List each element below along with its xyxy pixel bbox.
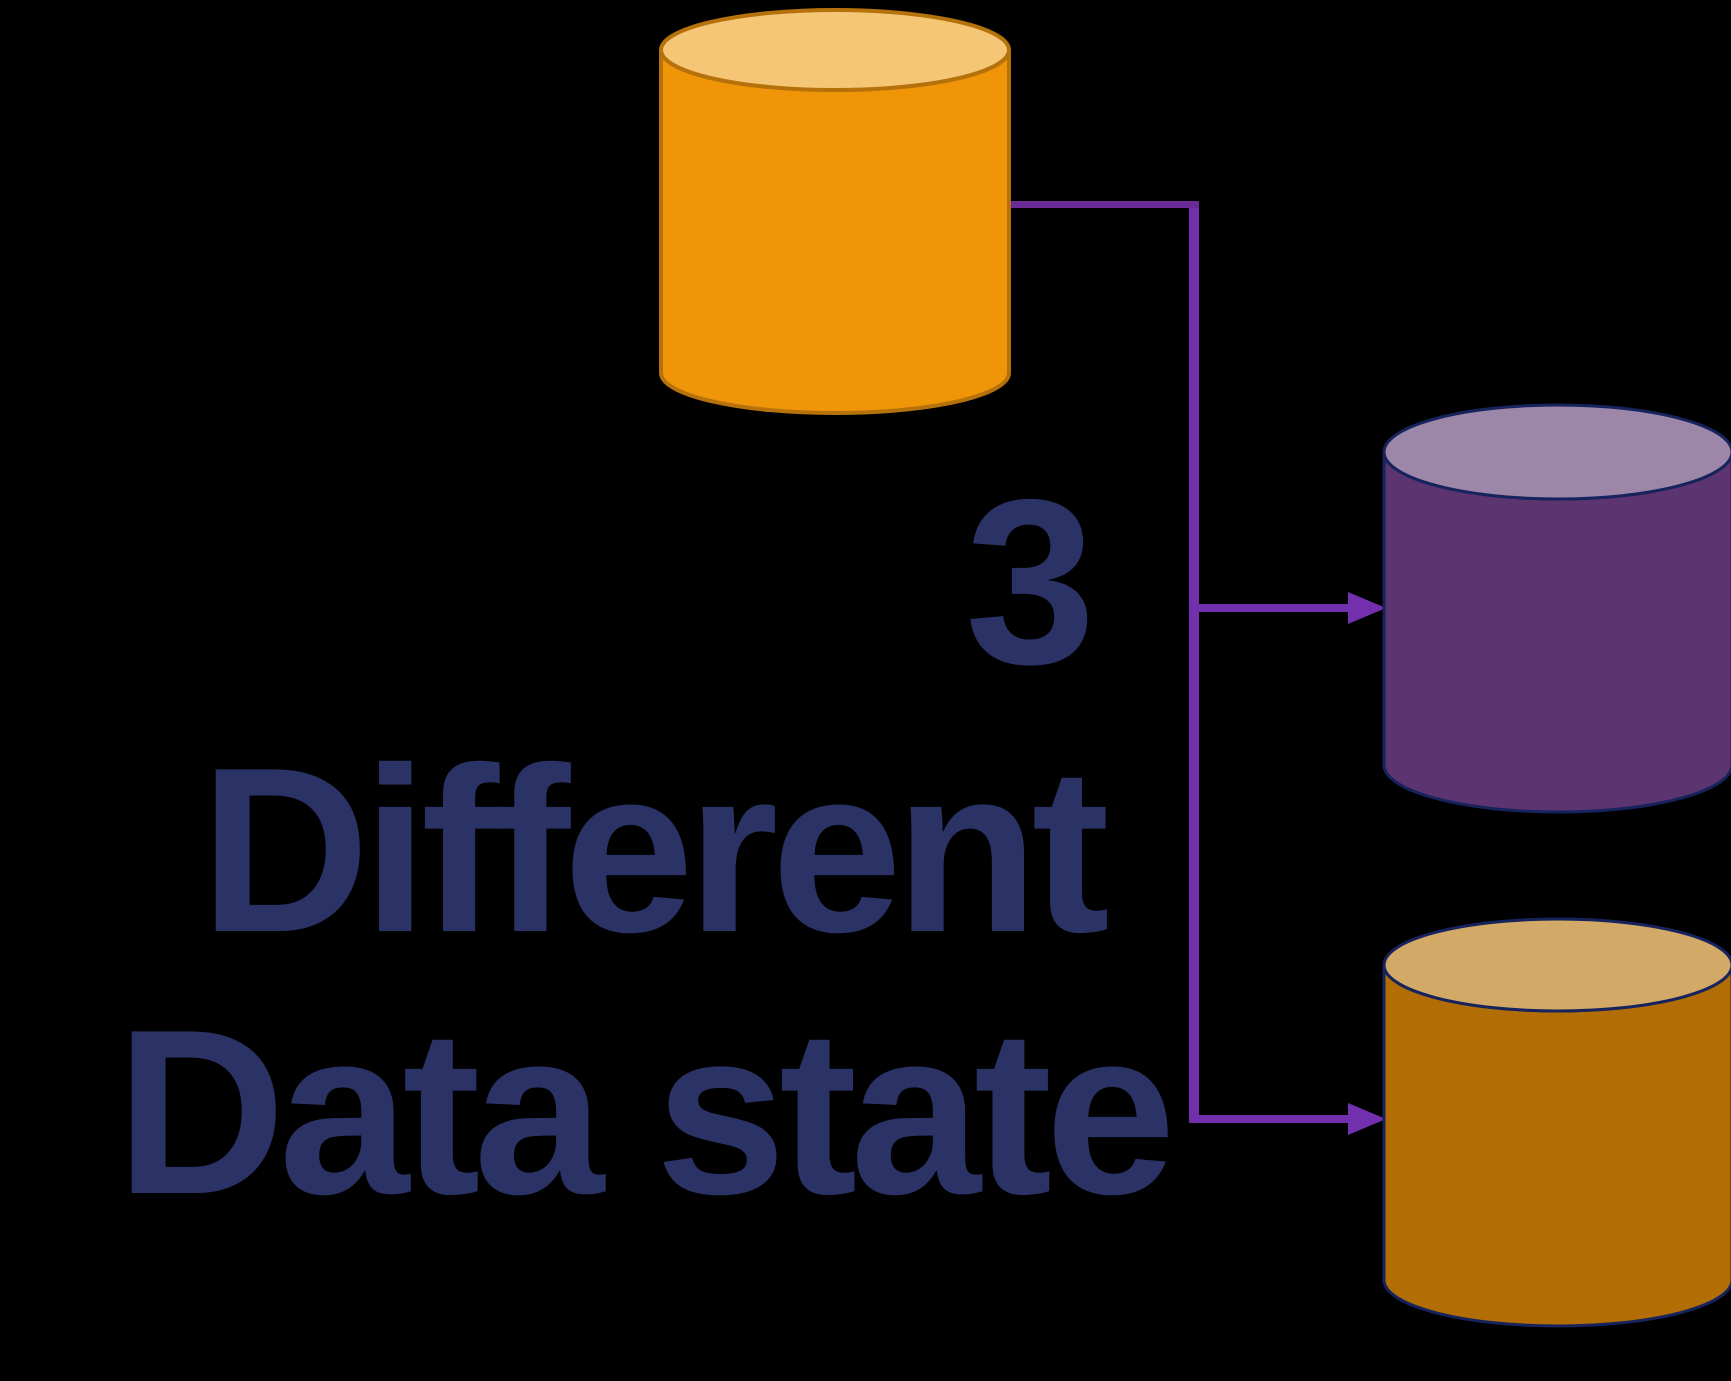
connector-lines (1011, 201, 1386, 1135)
orange-database-icon (659, 8, 1011, 415)
gold-database-icon (1382, 917, 1731, 1328)
connector-stem-line (1011, 201, 1199, 208)
purple-database-top (1382, 403, 1731, 501)
heading-line2-text: Data state (116, 980, 1169, 1243)
gold-database-body (1382, 964, 1731, 1328)
heading-line1-text: Different (200, 718, 1108, 981)
connector-trunk-line (1189, 201, 1199, 1123)
purple-database-body (1382, 451, 1731, 814)
orange-database-body (659, 49, 1011, 415)
connector-branch-upper-line (1189, 604, 1349, 612)
arrowhead-upper-icon (1348, 592, 1386, 624)
count-text: 3 (965, 450, 1089, 713)
gold-database-top (1382, 917, 1731, 1013)
orange-database-top (659, 8, 1011, 92)
arrowhead-lower-icon (1348, 1103, 1386, 1135)
connector-branch-lower-line (1189, 1115, 1349, 1123)
purple-database-icon (1382, 403, 1731, 814)
